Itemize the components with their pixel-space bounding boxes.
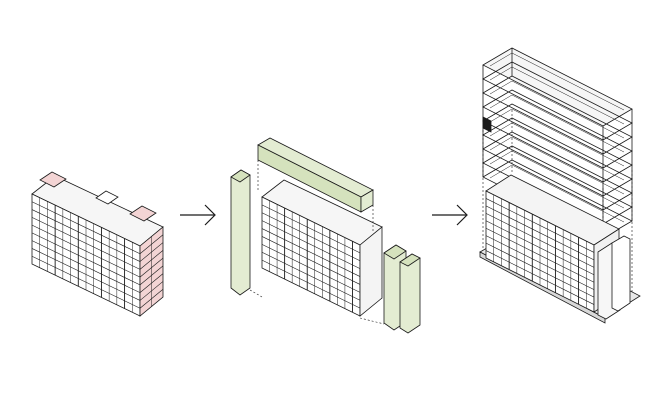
annex-grid — [139, 234, 164, 309]
roof-box — [39, 171, 67, 188]
step-2-added-volumes — [230, 137, 421, 334]
roof-box — [129, 205, 157, 222]
facade-grid — [261, 200, 361, 313]
step-3-stacked-result — [479, 47, 641, 324]
arrow-1 — [180, 204, 216, 226]
floor-stack — [482, 47, 633, 239]
end-column — [611, 235, 631, 312]
facade-grid — [485, 194, 595, 309]
step-1-existing-building — [31, 171, 164, 317]
roof-box — [95, 190, 119, 205]
facade-grid — [31, 197, 141, 313]
arrow-2 — [432, 204, 468, 226]
left-green-wall — [230, 169, 251, 296]
right-green-column — [399, 253, 421, 334]
